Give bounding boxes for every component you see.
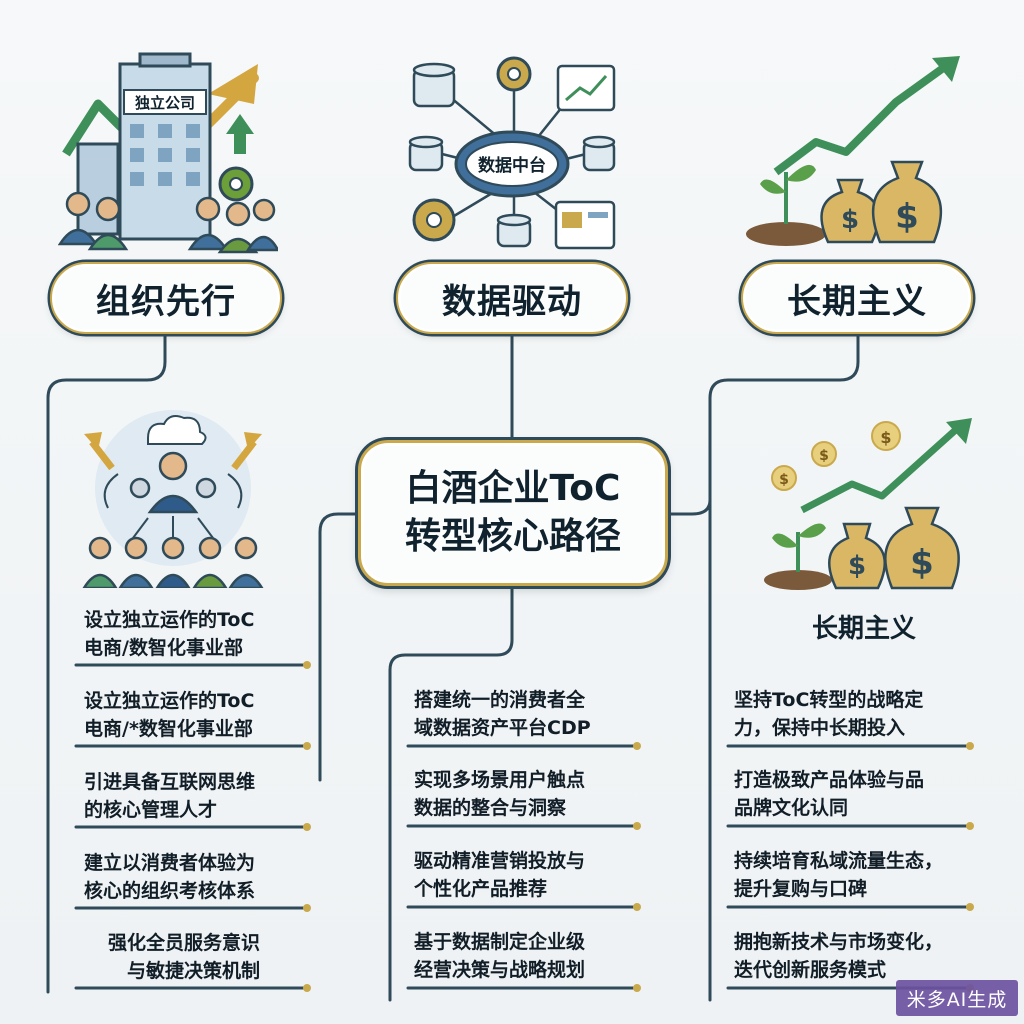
item-line: 域数据资产平台CDP xyxy=(414,714,591,742)
data-hub-illustration: 数据中台 xyxy=(404,52,620,252)
team-organization-illustration xyxy=(78,408,268,588)
svg-text:$: $ xyxy=(779,472,789,488)
central-topic-line1: 白酒企业ToC xyxy=(406,465,621,513)
list-item: 引进具备互联网思维 的核心管理人才 xyxy=(84,768,255,824)
money-bag-icon xyxy=(822,162,941,242)
branch-title-data-driven: 数据驱动 xyxy=(396,262,628,334)
central-topic-line2: 转型核心路径 xyxy=(405,513,621,561)
svg-text:$: $ xyxy=(880,428,891,447)
sprout-icon xyxy=(772,534,798,548)
item-line: 的核心管理人才 xyxy=(84,796,255,824)
list-item: 驱动精准营销投放与 个性化产品推荐 xyxy=(414,847,585,903)
item-line: 驱动精准营销投放与 xyxy=(414,847,585,875)
hub-label: 数据中台 xyxy=(478,155,546,176)
item-line: 搭建统一的消费者全 xyxy=(414,686,591,714)
investment-growth-illustration: $ $ $ $ $ xyxy=(762,414,978,592)
branch-title-organization: 组织先行 xyxy=(50,262,282,334)
item-line: 力，保持中长期投入 xyxy=(734,714,923,742)
item-line: 电商/数智化事业部 xyxy=(84,634,254,662)
item-line: 设立独立运作的ToC xyxy=(84,687,254,715)
item-line: 品牌文化认同 xyxy=(734,794,924,822)
chart-window-icon xyxy=(558,66,614,110)
item-line: 核心的组织考核体系 xyxy=(84,877,255,905)
list-item: 持续培育私域流量生态， 提升复购与口碑 xyxy=(734,847,943,903)
list-item: 基于数据制定企业级 经营决策与战略规划 xyxy=(414,928,585,984)
long-termism-subtitle: 长期主义 xyxy=(794,608,934,645)
item-line: 提升复购与口碑 xyxy=(734,875,943,903)
list-item: 强化全员服务意识 与敏捷决策机制 xyxy=(108,929,260,985)
item-line: 拥抱新技术与市场变化， xyxy=(734,928,943,956)
list-item: 搭建统一的消费者全 域数据资产平台CDP xyxy=(414,686,591,742)
item-line: 建立以消费者体验为 xyxy=(84,849,255,877)
branch-title-long-termism: 长期主义 xyxy=(741,262,973,334)
item-line: 引进具备互联网思维 xyxy=(84,768,255,796)
item-line: 经营决策与战略规划 xyxy=(414,956,585,984)
item-line: 持续培育私域流量生态， xyxy=(734,847,943,875)
central-topic: 白酒企业ToC 转型核心路径 xyxy=(358,440,668,586)
list-item: 实现多场景用户触点 数据的整合与洞察 xyxy=(414,766,585,822)
building-sign: 独立公司 xyxy=(135,94,195,112)
list-item: 设立独立运作的ToC 电商/数智化事业部 xyxy=(84,606,254,662)
item-line: 与敏捷决策机制 xyxy=(108,957,260,985)
item-line: 基于数据制定企业级 xyxy=(414,928,585,956)
list-item: 打造极致产品体验与品 品牌文化认同 xyxy=(734,766,924,822)
growth-arrow-icon xyxy=(776,66,946,172)
svg-text:$: $ xyxy=(910,543,934,583)
item-line: 强化全员服务意识 xyxy=(108,929,260,957)
growth-money-illustration: $ $ xyxy=(746,52,976,248)
list-item: 坚持ToC转型的战略定 力，保持中长期投入 xyxy=(734,686,923,742)
item-line: 电商/*数智化事业部 xyxy=(84,715,254,743)
list-item: 建立以消费者体验为 核心的组织考核体系 xyxy=(84,849,255,905)
item-line: 个性化产品推荐 xyxy=(414,875,585,903)
sprout-icon xyxy=(760,180,786,194)
item-line: 实现多场景用户触点 xyxy=(414,766,585,794)
item-line: 数据的整合与洞察 xyxy=(414,794,585,822)
independent-company-illustration: 独立公司 xyxy=(58,44,278,254)
list-item: 拥抱新技术与市场变化， 迭代创新服务模式 xyxy=(734,928,943,984)
svg-text:$: $ xyxy=(841,205,859,235)
svg-text:$: $ xyxy=(819,448,829,464)
item-line: 坚持ToC转型的战略定 xyxy=(734,686,923,714)
item-line: 设立独立运作的ToC xyxy=(84,606,254,634)
svg-text:$: $ xyxy=(848,551,866,581)
list-item: 设立独立运作的ToC 电商/*数智化事业部 xyxy=(84,687,254,743)
ai-watermark: 米多AI生成 xyxy=(896,980,1018,1016)
svg-text:$: $ xyxy=(895,197,919,237)
item-line: 打造极致产品体验与品 xyxy=(734,766,924,794)
